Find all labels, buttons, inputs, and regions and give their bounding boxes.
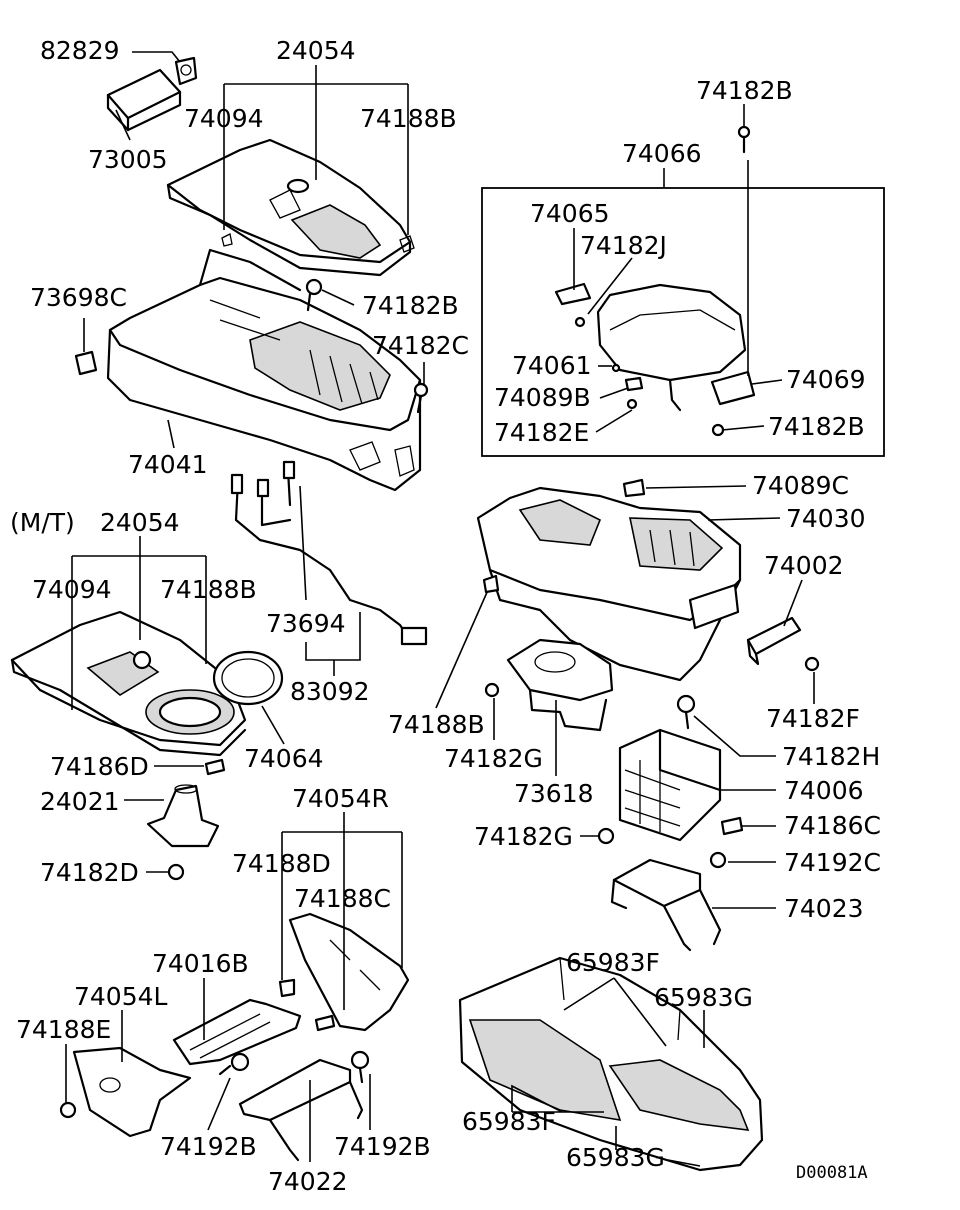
part-74186D-clip <box>204 758 226 776</box>
label-74030: 74030 <box>786 504 866 533</box>
label-74089B: 74089B <box>494 383 591 412</box>
label-65983G-bot: 65983G <box>566 1143 665 1172</box>
part-73618-cupholder <box>484 638 614 732</box>
part-74016B-bracket <box>172 998 302 1076</box>
label-24054-top: 24054 <box>276 36 356 65</box>
part-74182B-screw-mid <box>305 278 323 312</box>
label-73694: 73694 <box>266 609 346 638</box>
label-74188D: 74188D <box>232 849 331 878</box>
part-74030-rear-console <box>476 478 742 682</box>
part-74006-box <box>597 694 744 845</box>
label-74182E: 74182E <box>494 418 589 447</box>
part-74065-hinge <box>554 282 592 306</box>
label-74022: 74022 <box>268 1167 348 1196</box>
part-labels: 82829 24054 74094 74188B 73005 73698C 74… <box>10 36 881 1196</box>
label-74192C: 74192C <box>784 848 881 877</box>
label-74182B-top-right: 74182B <box>696 76 793 105</box>
label-73005: 73005 <box>88 145 168 174</box>
label-74192B-left: 74192B <box>160 1132 257 1161</box>
label-74023: 74023 <box>784 894 864 923</box>
label-74188B-mt: 74188B <box>160 575 257 604</box>
label-74054L: 74054L <box>74 982 168 1011</box>
label-74089C: 74089C <box>752 471 849 500</box>
label-74069: 74069 <box>786 365 866 394</box>
part-24054-mt-panel <box>10 610 247 757</box>
label-24021: 24021 <box>40 787 120 816</box>
label-74002: 74002 <box>764 551 844 580</box>
label-74094-mt: 74094 <box>32 575 112 604</box>
part-82829-clip <box>174 56 198 86</box>
label-74188C: 74188C <box>294 884 391 913</box>
label-74061: 74061 <box>512 351 592 380</box>
leader-lines <box>65 51 815 1167</box>
part-74041-console <box>106 248 422 492</box>
label-74188E: 74188E <box>16 1015 111 1044</box>
label-74182G-a: 74182G <box>444 744 543 773</box>
part-74182C-screw <box>413 382 429 414</box>
armrest-group-box <box>481 187 885 457</box>
label-74016B: 74016B <box>152 949 249 978</box>
diagram-code: D00081A <box>796 1163 868 1183</box>
part-74002-tray <box>746 616 820 672</box>
label-24054-mt: 24054 <box>100 508 180 537</box>
label-82829: 82829 <box>40 36 120 65</box>
label-74066: 74066 <box>622 139 702 168</box>
part-74069-latch <box>710 370 756 406</box>
label-74182C: 74182C <box>372 331 469 360</box>
part-74064-ring <box>212 650 284 706</box>
label-65983F-bot: 65983F <box>462 1107 556 1136</box>
part-24054-top-panel <box>166 138 415 277</box>
label-73698C: 73698C <box>30 283 127 312</box>
part-65983-trim <box>458 956 764 1172</box>
label-74064: 74064 <box>244 744 324 773</box>
label-74182G-b: 74182G <box>474 822 573 851</box>
part-74066-lid <box>596 283 747 412</box>
label-74182J: 74182J <box>580 231 667 260</box>
part-74023-bracket <box>610 851 727 952</box>
label-74041: 74041 <box>128 450 208 479</box>
label-74186D: 74186D <box>50 752 149 781</box>
part-73698C-clip <box>74 350 98 376</box>
part-24021-boot <box>146 784 220 881</box>
label-74006: 74006 <box>784 776 864 805</box>
part-73694-harness <box>230 460 428 646</box>
label-73618: 73618 <box>514 779 594 808</box>
part-74054R-panel <box>278 912 410 1032</box>
label-74182H: 74182H <box>782 742 880 771</box>
label-74182D: 74182D <box>40 858 139 887</box>
label-74065: 74065 <box>530 199 610 228</box>
label-74094-top: 74094 <box>184 104 264 133</box>
part-74022-bracket <box>238 1050 370 1162</box>
label-74182B-mid: 74182B <box>362 291 459 320</box>
label-74186C: 74186C <box>784 811 881 840</box>
label-74182F: 74182F <box>766 704 860 733</box>
label-mt-prefix: (M/T) <box>10 508 75 537</box>
label-65983G-top: 65983G <box>654 983 753 1012</box>
label-74192B-right: 74192B <box>334 1132 431 1161</box>
label-74188B-low: 74188B <box>388 710 485 739</box>
label-83092: 83092 <box>290 677 370 706</box>
label-74182B-box: 74182B <box>768 412 865 441</box>
part-74054L-panel <box>59 1046 192 1138</box>
label-65983F-top: 65983F <box>566 948 660 977</box>
part-73005-cover <box>106 68 182 132</box>
label-74188B-top: 74188B <box>360 104 457 133</box>
label-74054R: 74054R <box>292 784 389 813</box>
